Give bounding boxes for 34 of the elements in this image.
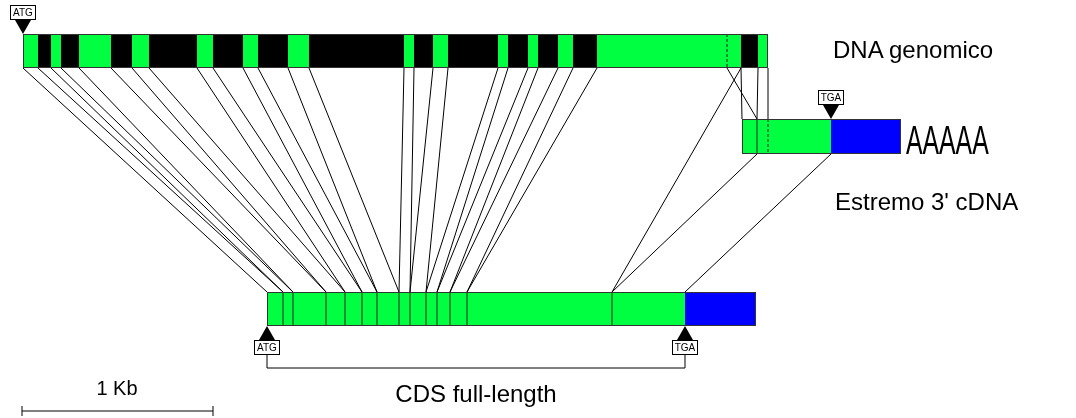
mapping-line <box>684 153 832 293</box>
mapping-line <box>449 67 559 293</box>
mapping-line <box>436 67 529 293</box>
mapping-line <box>308 67 400 293</box>
mapping-line <box>611 153 758 293</box>
mapping-line <box>409 67 434 293</box>
scale-label: 1 Kb <box>96 378 138 398</box>
gene-bar <box>267 292 756 326</box>
mapping-line <box>425 67 449 293</box>
gene-bar <box>23 34 768 68</box>
mapping-line <box>287 67 378 293</box>
mapping-line <box>726 67 758 120</box>
mapping-line <box>148 67 346 293</box>
mapping-line <box>767 67 769 120</box>
codon-label: TGA <box>817 90 845 105</box>
codon-label: ATG <box>254 340 280 355</box>
sequence-label: Estremo 3' cDNA <box>835 190 1019 214</box>
mapping-line <box>242 67 363 293</box>
mapping-line <box>466 67 598 293</box>
mapping-line <box>425 67 499 293</box>
mapping-line <box>611 67 742 293</box>
mapping-line <box>740 67 743 120</box>
mapping-line <box>466 67 574 293</box>
region-label: CDS full-length <box>395 382 557 406</box>
mapping-line <box>398 67 405 293</box>
codon-label: TGA <box>671 340 699 355</box>
mapping-line <box>409 67 415 293</box>
poly-a-tail-label: AAAAA <box>906 120 989 160</box>
mapping-line <box>196 67 346 293</box>
gene-bar <box>742 119 901 154</box>
mapping-line <box>756 67 759 120</box>
sequence-label: DNA genomico <box>833 38 994 62</box>
mapping-line <box>257 67 378 293</box>
codon-label: ATG <box>10 5 36 20</box>
